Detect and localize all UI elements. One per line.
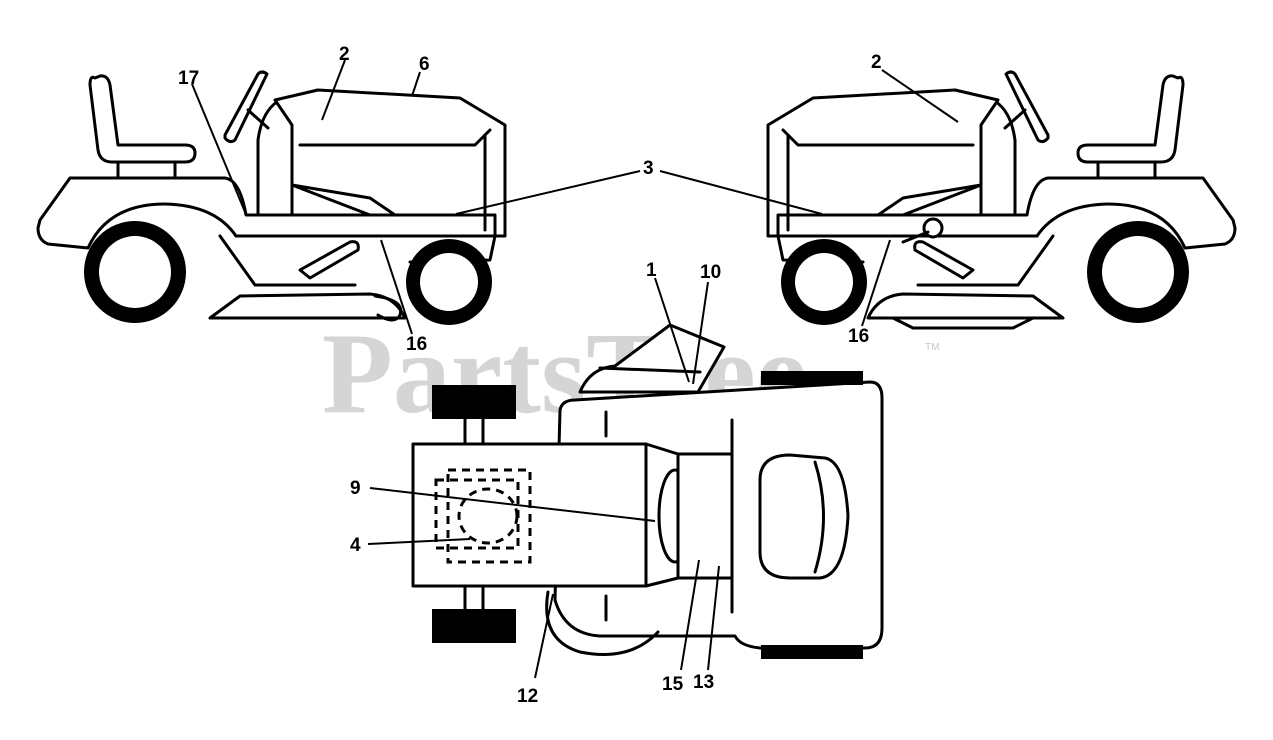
fender-left <box>36 176 497 250</box>
hood-top-view <box>676 452 734 580</box>
callout-17: 17 <box>178 68 199 89</box>
tractor-right-side-view <box>766 70 1237 330</box>
callout-9: 9 <box>350 478 361 499</box>
rear-tire-top <box>432 385 516 419</box>
callout-12: 12 <box>517 686 538 707</box>
leader-lines <box>191 59 959 679</box>
callout-16-right: 16 <box>848 326 869 347</box>
callout-6: 6 <box>419 54 430 75</box>
front-tire-top <box>761 371 863 385</box>
callout-labels: 2 6 17 3 16 2 16 1 10 9 4 12 15 13 <box>178 44 882 707</box>
seat-left <box>88 74 197 164</box>
callout-16-left: 16 <box>406 334 427 355</box>
callout-13: 13 <box>693 672 714 693</box>
tractor-left-side-view <box>36 70 507 325</box>
front-tire-bottom <box>761 645 863 659</box>
rear-tire-bottom <box>432 609 516 643</box>
callout-15: 15 <box>662 674 684 695</box>
grille-top-view <box>758 453 850 580</box>
pedal-left <box>298 240 360 280</box>
callout-1: 1 <box>646 260 657 281</box>
callout-10: 10 <box>700 262 721 283</box>
callout-2-left: 2 <box>339 44 350 65</box>
watermark-trademark: TM <box>925 342 939 353</box>
callout-2-right: 2 <box>871 52 882 73</box>
callout-4: 4 <box>350 535 361 556</box>
callout-3: 3 <box>643 158 654 179</box>
steering-wheel-left <box>223 70 269 144</box>
